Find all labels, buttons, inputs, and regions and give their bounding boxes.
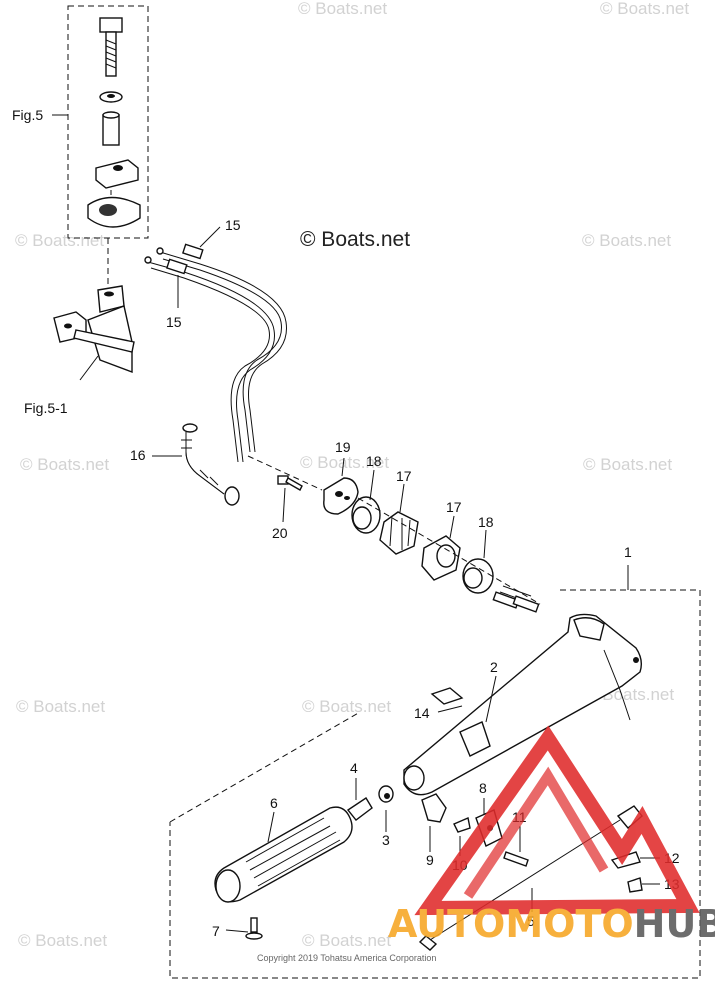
decal-14	[430, 687, 464, 705]
callout-14: 14	[414, 705, 430, 721]
fig5-assembly	[87, 17, 141, 228]
watermark: © Boats.net	[18, 931, 107, 950]
callout-3: 3	[382, 832, 390, 848]
watermark: © Boats.net	[583, 455, 672, 474]
fig5-1-label: Fig.5-1	[24, 400, 68, 416]
watermark: © Boats.net	[600, 0, 689, 18]
callout-20: 20	[272, 525, 288, 541]
cable-axis-line	[247, 455, 323, 491]
callouts: 1 2 3 4 5 6 7 8 9 10 11 12 13 14 15 15 1…	[130, 217, 680, 939]
watermark: © Boats.net	[302, 931, 391, 950]
callout-6: 6	[270, 795, 278, 811]
handle-assembly-frame	[169, 589, 701, 979]
hose-16	[181, 423, 240, 506]
callout-15b: 15	[166, 314, 182, 330]
throttle-cables	[144, 243, 287, 463]
screw-13	[627, 877, 643, 893]
watermark: © Boats.net	[298, 0, 387, 18]
fig5-1-leader	[79, 355, 99, 381]
automotohub-logo: AUTOMOTOHUB	[388, 725, 715, 946]
watermark: © Boats.net	[300, 453, 389, 472]
watermarks: © Boats.net © Boats.net © Boats.net © Bo…	[15, 0, 689, 950]
screw-7	[245, 917, 263, 940]
copyright-notice: Copyright 2019 Tohatsu America Corporati…	[257, 953, 436, 963]
cable-ends	[492, 585, 540, 613]
watermark: © Boats.net	[582, 231, 671, 250]
callout-1: 1	[624, 544, 632, 560]
watermark: © Boats.net	[302, 697, 391, 716]
callout-17b: 17	[446, 499, 462, 515]
logo-text: AUTOMOTOHUB	[388, 902, 715, 946]
logo-triangle-icon	[414, 725, 700, 916]
grommet-17	[379, 511, 419, 555]
fig5-label: Fig.5	[12, 107, 43, 123]
bushings	[323, 477, 494, 594]
callout-9: 9	[426, 852, 434, 868]
callout-7: 7	[212, 923, 220, 939]
bolt-11	[503, 851, 529, 867]
callout-2: 2	[490, 659, 498, 675]
pin-4	[346, 797, 373, 821]
tiller-arm	[403, 613, 643, 796]
callout-16: 16	[130, 447, 146, 463]
callout-18b: 18	[478, 514, 494, 530]
watermark: © Boats.net	[20, 455, 109, 474]
callout-19: 19	[335, 439, 351, 455]
cam-plate	[95, 159, 139, 189]
plug-9	[421, 793, 447, 823]
brand-watermark: © Boats.net	[300, 228, 410, 251]
collar	[102, 114, 120, 146]
grip-6	[214, 806, 353, 903]
callout-15: 15	[225, 217, 241, 233]
callout-5: 5	[527, 913, 535, 929]
callout-8: 8	[479, 780, 487, 796]
screw-20	[277, 475, 303, 491]
callout-17: 17	[396, 468, 412, 484]
watermark: © Boats.net	[16, 697, 105, 716]
spring-10	[453, 817, 471, 833]
callout-18: 18	[366, 453, 382, 469]
bolt-head	[99, 17, 123, 33]
callout-4: 4	[350, 760, 358, 776]
watermark: © Boats.net	[15, 231, 104, 250]
fig5-1-bracket	[53, 285, 135, 374]
